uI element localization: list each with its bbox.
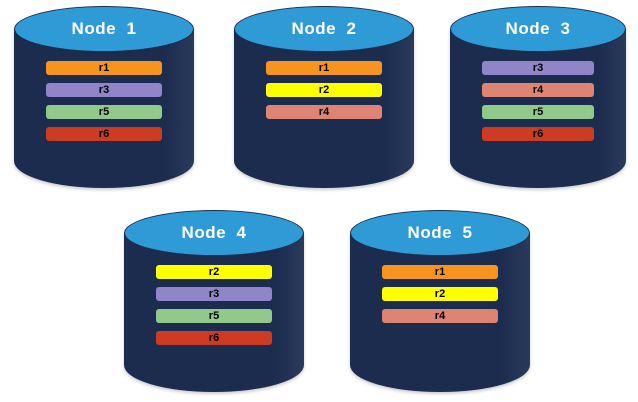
record-bar[interactable]: r4 <box>382 309 498 323</box>
node-title: Node 5 <box>407 223 473 242</box>
node-title: Node 1 <box>71 19 137 38</box>
cylinder-top-ellipse <box>234 6 414 52</box>
database-node-4[interactable]: Node 4 r2 r3 r5 r6 <box>124 210 304 392</box>
record-bar[interactable]: r2 <box>156 265 272 279</box>
record-bar[interactable]: r1 <box>382 265 498 279</box>
cylinder-top-ellipse <box>350 210 530 256</box>
record-bar[interactable]: r5 <box>481 105 595 119</box>
record-list: r3 r4 r5 r6 <box>450 61 626 149</box>
cylinder-top-ellipse <box>14 6 194 52</box>
record-bar[interactable]: r4 <box>481 83 595 97</box>
record-bar[interactable]: r1 <box>46 61 162 75</box>
record-bar[interactable]: r1 <box>266 61 382 75</box>
cylinder-top-ellipse <box>450 6 626 52</box>
database-node-2[interactable]: Node 2 r1 r2 r4 <box>234 6 414 188</box>
record-bar[interactable]: r5 <box>46 105 162 119</box>
record-bar[interactable]: r3 <box>481 61 595 75</box>
node-title: Node 2 <box>291 19 357 38</box>
record-bar[interactable]: r5 <box>156 309 272 323</box>
record-bar[interactable]: r6 <box>156 331 272 345</box>
record-list: r1 r2 r4 <box>234 61 414 127</box>
record-bar[interactable]: r2 <box>266 83 382 97</box>
node-title: Node 4 <box>181 223 247 242</box>
record-bar[interactable]: r3 <box>156 287 272 301</box>
record-list: r1 r2 r4 <box>350 265 530 331</box>
record-bar[interactable]: r6 <box>481 127 595 141</box>
database-node-5[interactable]: Node 5 r1 r2 r4 <box>350 210 530 392</box>
record-list: r2 r3 r5 r6 <box>124 265 304 353</box>
cylinder-top-ellipse <box>124 210 304 256</box>
record-bar[interactable]: r6 <box>46 127 162 141</box>
database-node-3[interactable]: Node 3 r3 r4 r5 r6 <box>450 6 626 188</box>
database-node-1[interactable]: Node 1 r1 r3 r5 r6 <box>14 6 194 188</box>
node-title: Node 3 <box>505 19 571 38</box>
record-bar[interactable]: r4 <box>266 105 382 119</box>
record-bar[interactable]: r3 <box>46 83 162 97</box>
record-list: r1 r3 r5 r6 <box>14 61 194 149</box>
record-bar[interactable]: r2 <box>382 287 498 301</box>
